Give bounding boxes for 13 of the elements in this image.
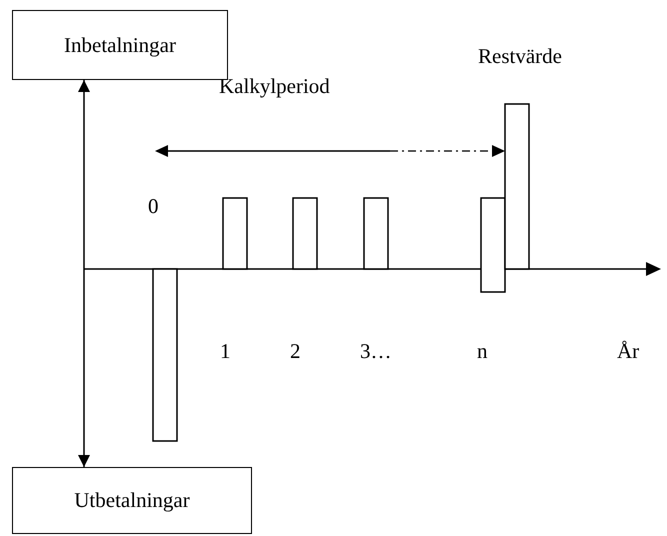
label-box — [12, 10, 228, 80]
axis-tick-label: 3… — [360, 341, 392, 362]
box-label: Utbetalningar — [74, 488, 190, 513]
annotation-label: Restvärde — [478, 46, 562, 67]
axis-tick-label: 1 — [220, 341, 230, 362]
label-box — [12, 467, 252, 534]
axis-tick-label: 2 — [290, 341, 300, 362]
annotation-label: Kalkylperiod — [219, 76, 330, 97]
axis-tick-label: n — [477, 341, 488, 362]
arrow — [78, 80, 90, 467]
axis-tick-label: 0 — [148, 196, 158, 217]
axis-tick-label: År — [617, 341, 640, 362]
box-label: Inbetalningar — [64, 32, 176, 58]
